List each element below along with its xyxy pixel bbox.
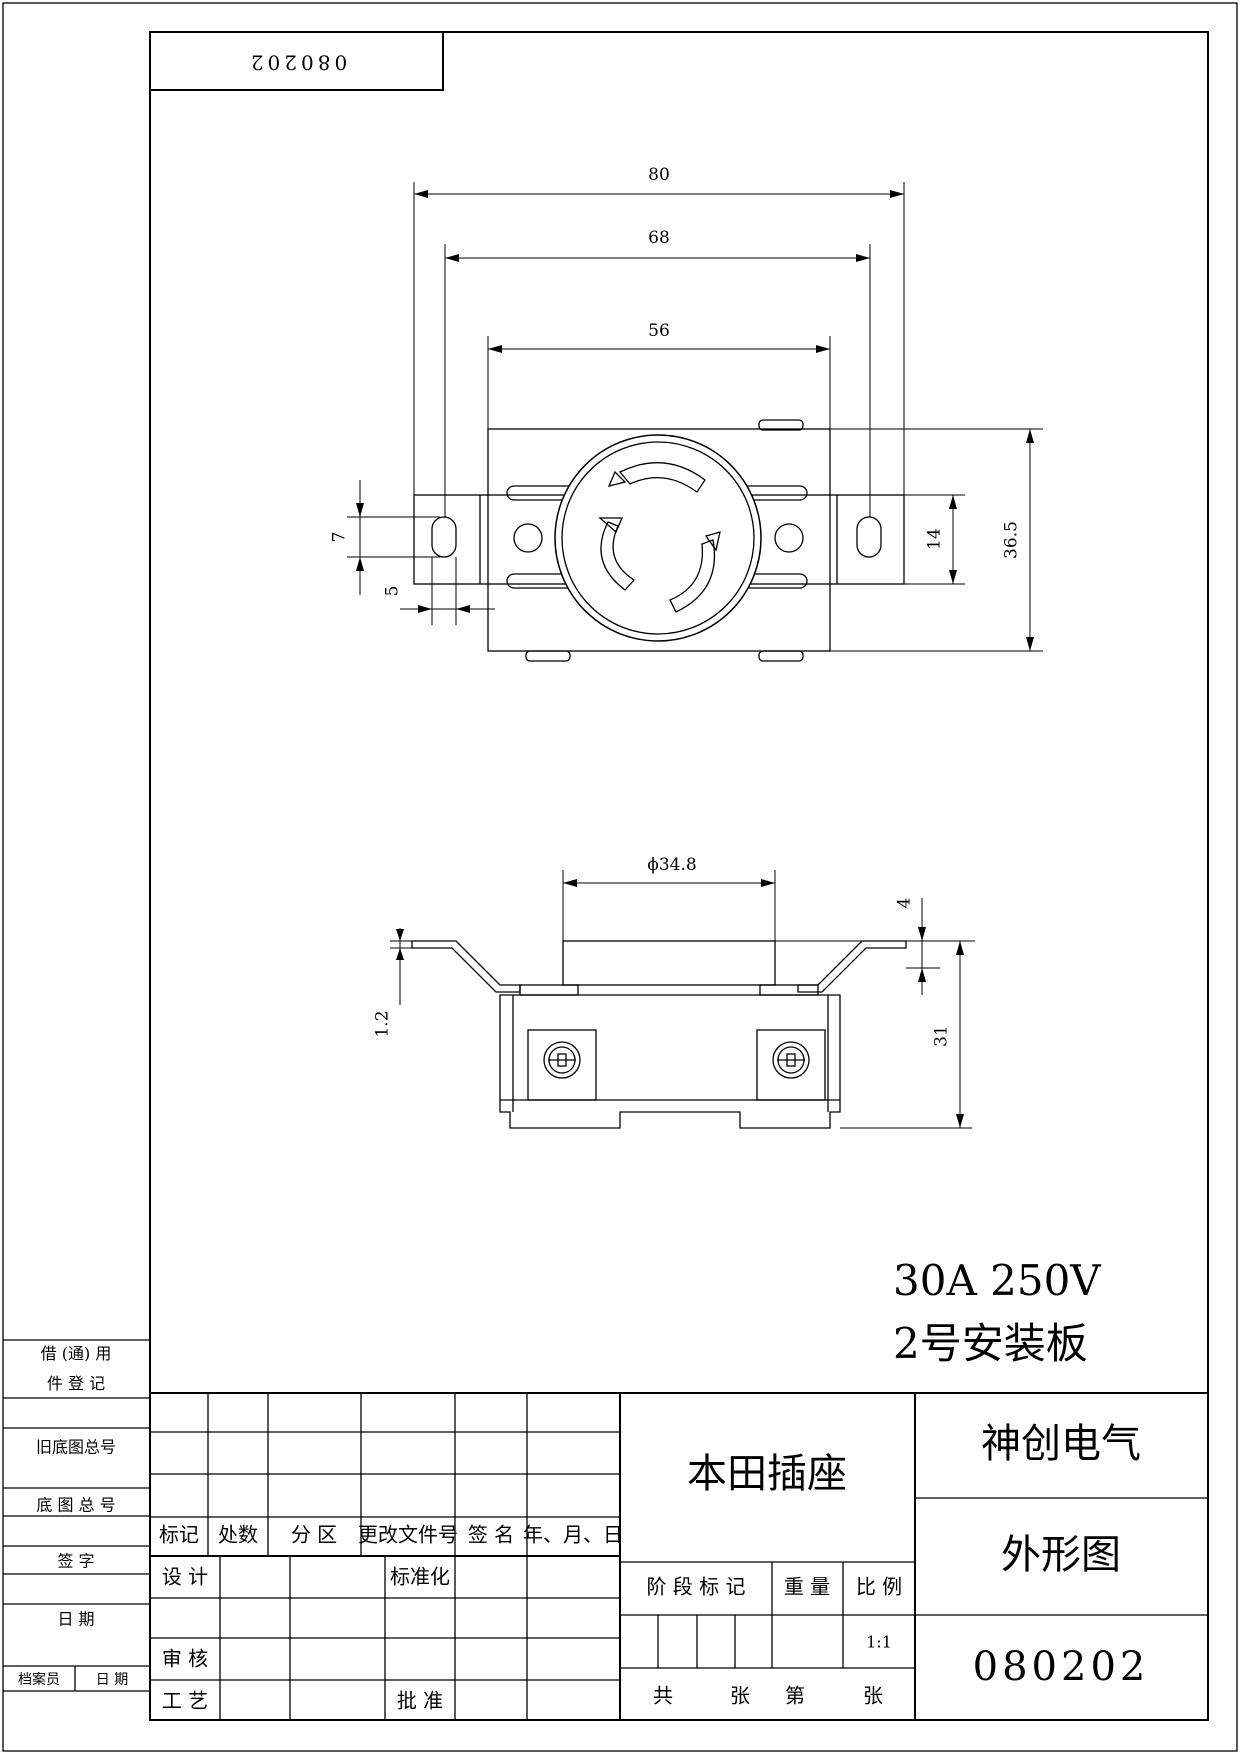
round-hole-right [774, 523, 804, 553]
dim-7: 7 [330, 532, 350, 543]
dim-14: 14 [925, 528, 945, 550]
top-cap [562, 940, 776, 986]
company-name: 神创电气 [981, 1421, 1141, 1467]
review-label: 审 核 [162, 1647, 208, 1671]
dim-diameter: ϕ34.8 [647, 855, 696, 875]
oval-hole-right [856, 516, 882, 558]
sheets-zhang-1: 张 [730, 1684, 750, 1708]
bottom-tab-left [525, 650, 571, 662]
design-label: 设 计 [162, 1565, 208, 1589]
rating-line-1: 30A 250V [893, 1256, 1101, 1305]
front-view: 80 68 56 7 5 14 36.5 [330, 165, 1043, 662]
screw-left-icon [543, 1041, 581, 1079]
rotated-drawing-number: 080202 [247, 51, 347, 75]
sheets-zhang-2: 张 [863, 1684, 883, 1708]
dim-68: 68 [648, 228, 670, 248]
terminal-left [527, 1029, 597, 1101]
header-doc-no: 更改文件号 [358, 1523, 458, 1547]
dim-31: 31 [932, 1025, 952, 1047]
top-tab [758, 419, 804, 431]
process-label: 工 艺 [162, 1689, 208, 1713]
screw-right-icon [772, 1041, 810, 1079]
standard-label: 标准化 [390, 1565, 450, 1589]
header-date: 年、月、日 [523, 1523, 623, 1547]
drawing-type: 外形图 [1001, 1532, 1121, 1578]
rating-line-2: 2号安装板 [893, 1319, 1088, 1368]
strap-left [411, 940, 521, 993]
approve-label: 批 准 [397, 1689, 443, 1713]
round-hole-left [513, 523, 543, 553]
socket-face [554, 434, 762, 642]
dim-4: 4 [895, 898, 915, 909]
borrow-line-2: 件 登 记 [47, 1374, 105, 1393]
dim-5: 5 [383, 586, 403, 597]
dim-56: 56 [648, 321, 670, 341]
contact-slot-right [669, 539, 716, 613]
dim-36-5: 36.5 [1002, 521, 1022, 559]
oval-hole-left [431, 516, 457, 558]
sheets-total-label: 共 [653, 1684, 673, 1708]
stage-mark-label: 阶 段 标 记 [646, 1575, 745, 1599]
old-base-label: 旧底图总号 [36, 1438, 116, 1457]
archivist-label: 档案员 [18, 1671, 60, 1688]
header-count: 处数 [218, 1523, 258, 1547]
bottom-tab-right [758, 650, 804, 662]
side-view: ϕ34.8 4 1.2 31 [373, 855, 975, 1129]
contact-slot-left [600, 521, 635, 591]
drawing-number: 080202 [973, 1644, 1150, 1690]
terminal-right [756, 1029, 826, 1101]
socket-body [487, 428, 831, 652]
socket-face-inner [561, 441, 755, 635]
borrow-line-1: 借 (通) 用 [41, 1344, 112, 1363]
inner-frame [149, 31, 1209, 1721]
title-block: 标记 处数 分 区 更改文件号 签 名 年、月、日 设 计 标准化 审 核 工 … [150, 1392, 1208, 1720]
rotated-number-box [149, 31, 444, 91]
strap-right [797, 940, 907, 993]
product-name: 本田插座 [687, 1451, 847, 1497]
scale-label: 比 例 [856, 1575, 902, 1599]
dim-1-2: 1.2 [373, 1010, 393, 1037]
left-strip: 借 (通) 用 件 登 记 旧底图总号 底 图 总 号 签 字 日 期 档案员 … [3, 1339, 150, 1692]
contact-slot-top [618, 462, 706, 493]
sign-label: 签 字 [57, 1552, 94, 1571]
base-label: 底 图 总 号 [36, 1496, 115, 1515]
header-zone: 分 区 [291, 1523, 337, 1547]
date-label: 日 期 [57, 1610, 94, 1629]
header-sign: 签 名 [468, 1523, 514, 1547]
weight-label: 重 量 [784, 1575, 830, 1599]
header-mark: 标记 [159, 1523, 199, 1547]
dim-80: 80 [648, 165, 670, 185]
side-body [499, 994, 841, 1129]
sheets-di-label: 第 [785, 1684, 805, 1708]
archive-date-label: 日 期 [96, 1672, 128, 1688]
scale-value: 1:1 [866, 1633, 892, 1652]
